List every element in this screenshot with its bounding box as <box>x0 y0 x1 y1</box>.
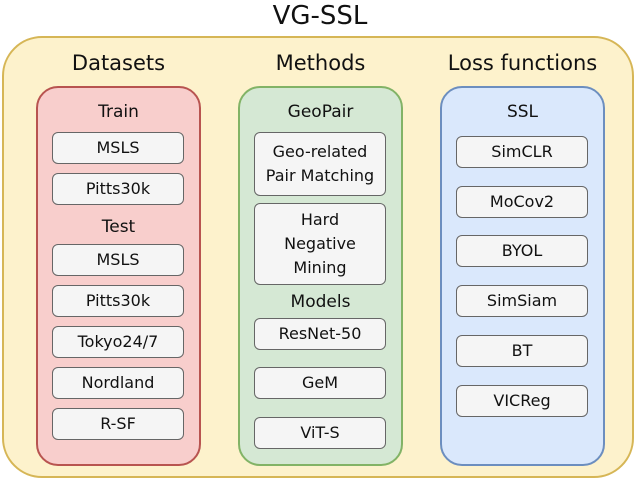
loss-vicreg: VICReg <box>456 385 588 417</box>
test-label: Test <box>101 217 136 237</box>
test-dataset-tokyo247: Tokyo24/7 <box>52 326 184 358</box>
hard-negative-mining-box: Hard Negative Mining <box>254 203 386 285</box>
test-dataset-rsf: R-SF <box>52 408 184 440</box>
train-dataset-pitts30k: Pitts30k <box>52 173 184 205</box>
test-dataset-nordland: Nordland <box>52 367 184 399</box>
ssl-label: SSL <box>506 102 539 122</box>
model-vits: ViT-S <box>254 417 386 449</box>
loss-byol: BYOL <box>456 235 588 267</box>
test-dataset-pitts30k: Pitts30k <box>52 285 184 317</box>
loss-mocov2: MoCov2 <box>456 186 588 218</box>
train-label: Train <box>98 102 139 122</box>
train-dataset-msls: MSLS <box>52 132 184 164</box>
geopair-label: GeoPair <box>287 102 354 122</box>
diagram-title: VG-SSL <box>272 1 368 31</box>
methods-heading: Methods <box>275 51 366 75</box>
datasets-heading: Datasets <box>71 51 166 75</box>
model-gem: GeM <box>254 367 386 399</box>
geo-related-pair-matching-box: Geo-related Pair Matching <box>254 132 386 196</box>
model-resnet50: ResNet-50 <box>254 318 386 350</box>
test-dataset-msls: MSLS <box>52 244 184 276</box>
loss-simclr: SimCLR <box>456 136 588 168</box>
loss-functions-heading: Loss functions <box>447 51 598 75</box>
models-label: Models <box>290 292 351 312</box>
loss-simsiam: SimSiam <box>456 285 588 317</box>
loss-bt: BT <box>456 335 588 367</box>
